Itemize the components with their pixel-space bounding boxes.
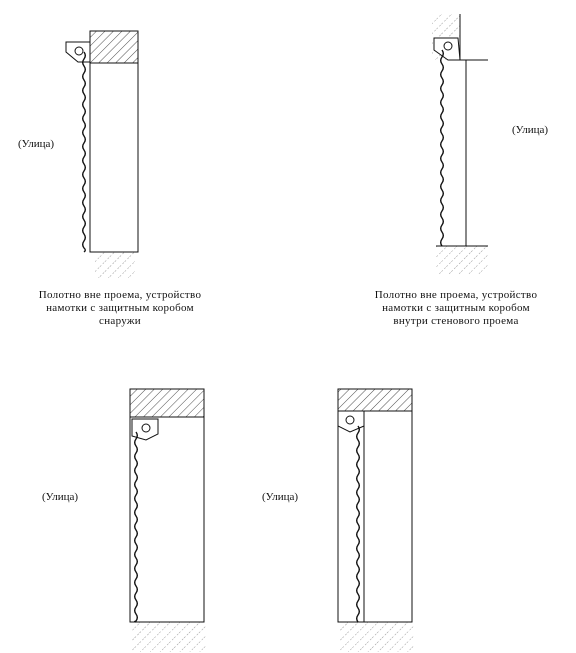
- panel-2-side-label: (Улица): [512, 124, 549, 136]
- panel-3-lintel: [129, 388, 205, 418]
- panel-1-caption: Полотно вне проема, устройство намотки с…: [0, 289, 240, 328]
- panel-1-roller: [74, 46, 84, 56]
- panel-4-curtain: [356, 425, 360, 623]
- panel-4-side-label: (Улица): [262, 491, 299, 503]
- panel-4-drawing: [337, 388, 414, 652]
- panel-3-floor: [132, 622, 206, 652]
- panel-3-side-label: (Улица): [42, 491, 79, 503]
- panel-2-caption-line-2: намотки с защитным коробом: [382, 302, 530, 314]
- panel-1-caption-line-2: намотки с защитным коробом: [46, 302, 194, 314]
- panel-3-curtain: [134, 431, 138, 623]
- panel-4-roller-box: [337, 410, 365, 433]
- panel-2-caption-line-1: Полотно вне проема, устройство: [374, 289, 538, 301]
- panel-2-caption: Полотно вне проема, устройство намотки с…: [336, 289, 576, 328]
- panel-4-lintel: [337, 388, 413, 412]
- panel-1-caption-line-1: Полотно вне проема, устройство: [38, 289, 202, 301]
- panel-2-roller-box: [433, 37, 461, 61]
- panel-1-lintel: [89, 30, 139, 64]
- panel-1-curtain: [82, 51, 86, 253]
- panel-1-caption-line-3: снаружи: [99, 315, 141, 327]
- panel-3-opening: [129, 416, 205, 623]
- panel-3-drawing: [129, 388, 206, 652]
- panel-4-roller: [345, 415, 355, 425]
- panel-4-floor: [340, 622, 414, 652]
- panel-1-side-label: (Улица): [18, 138, 55, 150]
- panel-4-opening: [337, 410, 413, 623]
- panel-1-opening: [89, 62, 139, 253]
- panel-2-curtain: [440, 49, 444, 247]
- panel-2-wall-bottom: [436, 246, 488, 274]
- panel-2-drawing: [432, 14, 488, 274]
- panel-3-roller-box: [131, 418, 159, 441]
- panel-2-roller: [443, 41, 453, 51]
- panel-1-roller-box: [65, 41, 91, 63]
- panel-3-roller: [141, 423, 151, 433]
- panel-2-caption-line-3: внутри стенового проема: [393, 315, 519, 327]
- panel-1-drawing: [65, 30, 139, 278]
- panel-1-floor: [95, 252, 135, 278]
